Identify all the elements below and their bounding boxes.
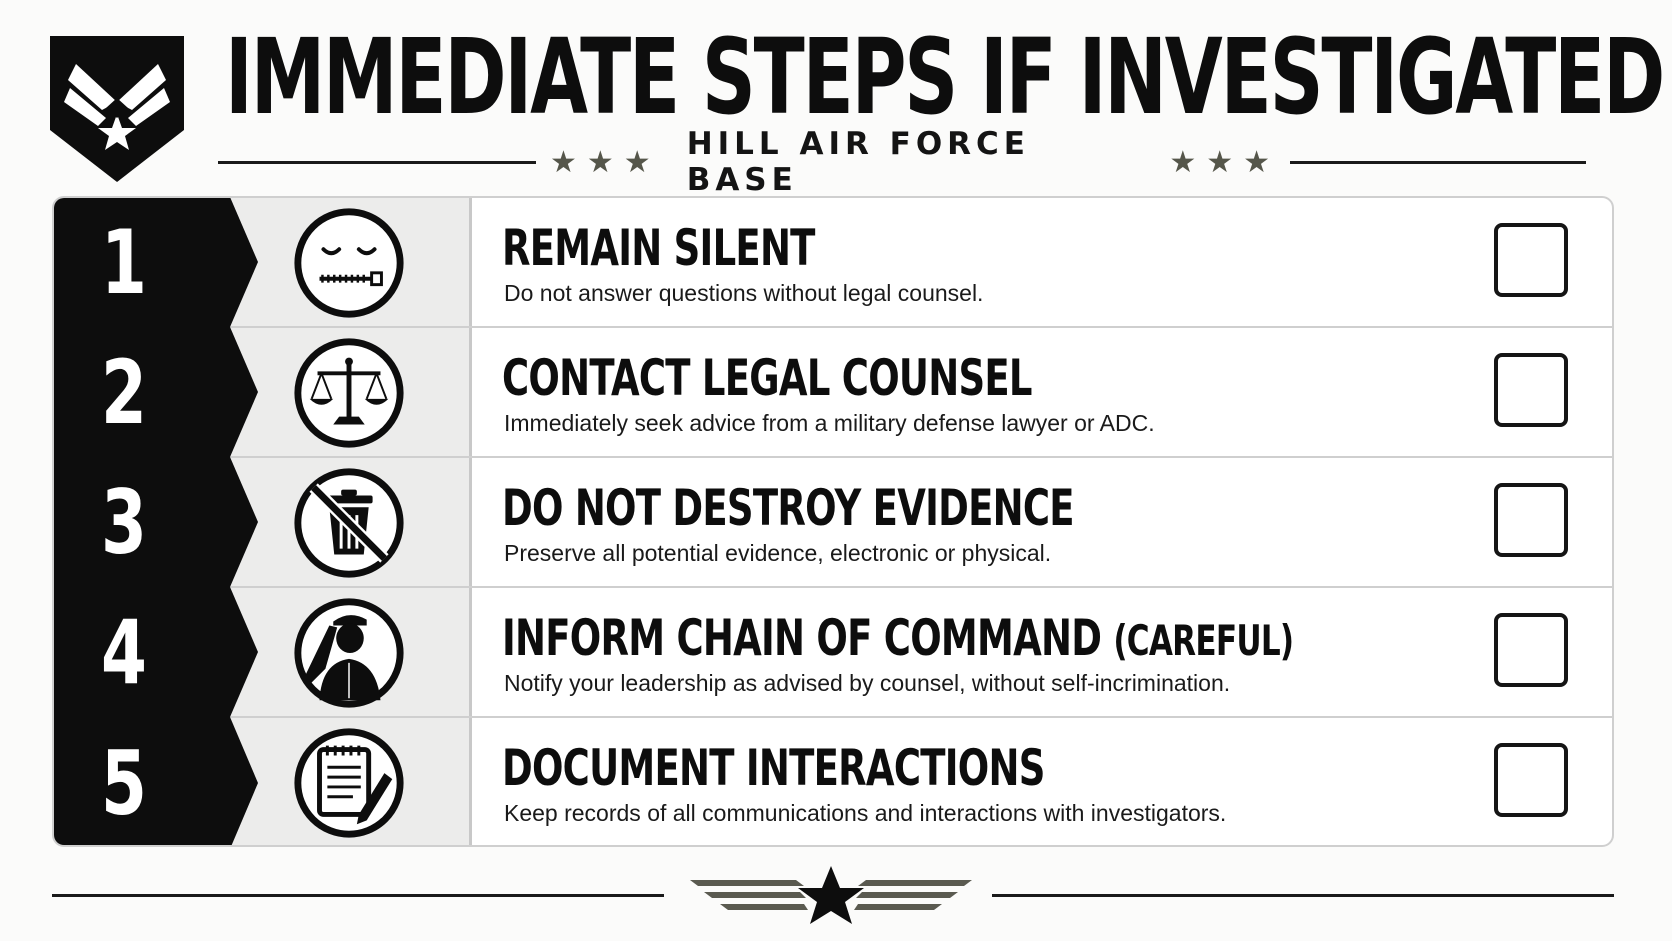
step-description: Preserve all potential evidence, electro… xyxy=(504,540,1052,566)
step-icon-panel: 4 xyxy=(54,587,472,717)
step-number: 3 xyxy=(101,470,147,574)
subtitle-rule-right xyxy=(1290,161,1586,164)
step-checkbox[interactable] xyxy=(1494,483,1568,557)
step-number-tab: 1 xyxy=(54,198,224,327)
step-title: DOCUMENT INTERACTIONS xyxy=(502,739,1045,797)
subtitle-row: ★★★ HILL AIR FORCE BASE ★★★ xyxy=(550,126,1280,198)
footer-rule-left xyxy=(52,894,664,897)
step-number: 4 xyxy=(101,600,147,704)
step-checkbox[interactable] xyxy=(1494,613,1568,687)
step-row-1: 1 REMAIN SILENT Do not answer questions … xyxy=(54,198,1612,328)
scales-of-justice-icon xyxy=(294,338,404,448)
step-title: CONTACT LEGAL COUNSEL xyxy=(502,349,1032,407)
footer-rule-right xyxy=(992,894,1614,897)
step-number: 5 xyxy=(101,731,147,835)
step-number-tab: 5 xyxy=(54,717,224,845)
zipped-mouth-face-icon xyxy=(294,208,404,318)
checklist-card: 1 REMAIN SILENT Do not answer questions … xyxy=(52,196,1614,847)
page-title: IMMEDIATE STEPS IF INVESTIGATED xyxy=(225,16,1665,138)
step-number: 2 xyxy=(101,340,147,444)
step-icon-panel: 2 xyxy=(54,327,472,457)
notepad-pen-icon xyxy=(294,728,404,838)
stars-right-icon: ★★★ xyxy=(1169,144,1280,180)
tab-arrow xyxy=(220,198,258,327)
tab-arrow xyxy=(220,457,258,587)
tab-arrow xyxy=(220,587,258,717)
step-number-tab: 2 xyxy=(54,327,224,457)
tab-arrow xyxy=(220,717,258,845)
step-number-tab: 4 xyxy=(54,587,224,717)
step-icon-panel: 5 xyxy=(54,717,472,845)
air-force-wings-logo xyxy=(50,36,184,182)
step-description: Keep records of all communications and i… xyxy=(504,800,1227,826)
stars-left-icon: ★★★ xyxy=(550,144,661,180)
step-description: Immediately seek advice from a military … xyxy=(504,410,1155,436)
step-title: INFORM CHAIN OF COMMAND (CAREFUL) xyxy=(502,609,1294,667)
step-row-2: 2 CONTACT LEGAL COUNSEL Immediately seek… xyxy=(54,327,1612,458)
step-checkbox[interactable] xyxy=(1494,743,1568,817)
saluting-soldier-icon xyxy=(294,598,404,708)
step-number-tab: 3 xyxy=(54,457,224,587)
base-name: HILL AIR FORCE BASE xyxy=(686,126,1030,198)
step-description: Do not answer questions without legal co… xyxy=(504,280,984,306)
step-row-4: 4 INFORM CHAIN OF COMMAND (CAREFUL) Noti… xyxy=(54,587,1612,718)
step-row-5: 5 DOCUMENT INTERACTIONS Keep records of … xyxy=(54,717,1612,845)
step-title: DO NOT DESTROY EVIDENCE xyxy=(502,479,1075,537)
no-trash-icon xyxy=(294,468,404,578)
subtitle-rule-left xyxy=(218,161,536,164)
step-icon-panel: 3 xyxy=(54,457,472,587)
winged-star-icon xyxy=(690,866,972,924)
step-checkbox[interactable] xyxy=(1494,353,1568,427)
step-title: REMAIN SILENT xyxy=(502,219,815,277)
step-number: 1 xyxy=(101,210,147,314)
step-row-3: 3 DO NOT DESTROY EVIDENCE Preserve all p… xyxy=(54,457,1612,588)
tab-arrow xyxy=(220,327,258,457)
step-checkbox[interactable] xyxy=(1494,223,1568,297)
step-icon-panel: 1 xyxy=(54,198,472,327)
step-description: Notify your leadership as advised by cou… xyxy=(504,670,1231,696)
